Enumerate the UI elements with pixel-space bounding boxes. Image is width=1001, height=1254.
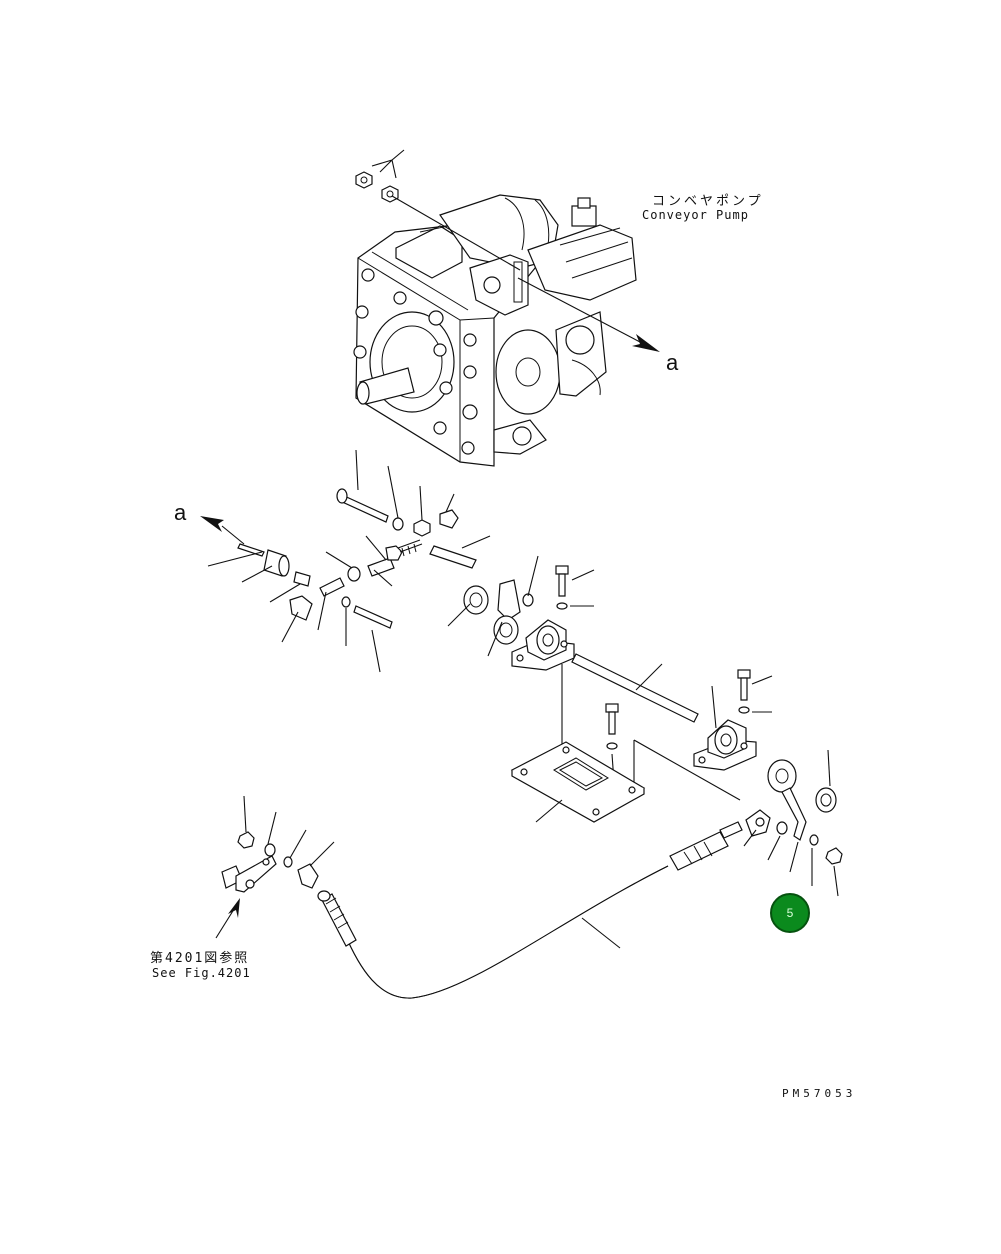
callout-number: 5	[786, 906, 794, 920]
base-plate[interactable]	[510, 741, 646, 823]
callout-marker[interactable]: 5	[770, 893, 810, 933]
cross-shaft[interactable]	[571, 653, 699, 723]
reference-letter-a-left: a	[174, 500, 187, 525]
mounting-bolts[interactable]	[555, 565, 751, 750]
conveyor-pump[interactable]	[353, 194, 637, 467]
see-figure-label-en: See Fig.4201	[152, 966, 251, 980]
drawing-code: PM57053	[782, 1087, 857, 1100]
reference-letter-a-right: a	[666, 350, 679, 375]
linkage-parts[interactable]	[237, 488, 534, 645]
pump-nuts[interactable]	[355, 171, 399, 203]
control-cable[interactable]	[317, 821, 743, 999]
pump-label-en: Conveyor Pump	[642, 208, 749, 222]
cable-end-parts[interactable]	[745, 759, 843, 865]
cable-left-end-parts[interactable]	[221, 831, 319, 893]
pump-label-jp: コンベヤポンプ	[652, 194, 764, 209]
see-figure-label-jp: 第4201図参照	[150, 951, 250, 966]
